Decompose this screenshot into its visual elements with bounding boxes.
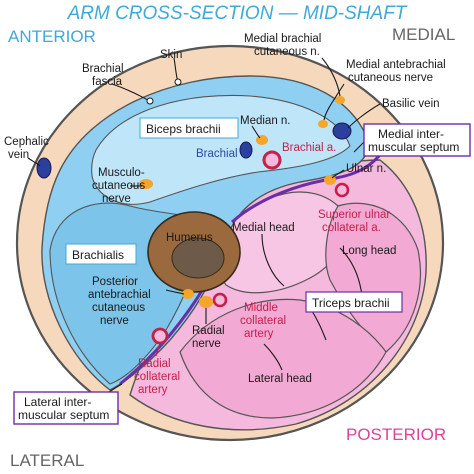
label-medial-intermuscular-1: Medial inter- [378,127,444,141]
superior-ulnar-collateral-artery-icon [334,182,350,198]
label-ulnar-nerve: Ulnar n. [346,163,386,175]
medial-brachial-cutaneous-nerve-icon [335,96,345,104]
biceps-label-box [139,117,239,139]
label-cephalic-vein-2: vein [8,149,29,161]
label-medial-head: Medial head [232,222,295,234]
label-middle-collateral-3: artery [244,328,274,340]
label-brachial-artery: Brachial a. [282,142,336,154]
leader-radial-collateral [155,342,161,357]
label-medial-brachial-cut-2: cutaneous n. [254,46,320,58]
label-brachial-fascia-1: Brachial [82,63,124,75]
region-anterior: ANTERIOR [8,27,96,46]
label-musculocutaneous-3: nerve [102,193,131,205]
label-brachial-fascia-2: fascia [92,76,123,88]
label-basilic-vein: Basilic vein [382,98,440,110]
region-medial: MEDIAL [392,25,455,44]
humerus-marrow [171,237,225,279]
medial-antebrachial-cutaneous-nerve-icon [318,120,328,128]
label-radial-collateral-1: Radial [138,358,171,370]
medial-septum-label-box [363,123,471,157]
leader-cephalic-vein [27,157,41,167]
label-radial-collateral-3: artery [138,384,168,396]
leader-lateral-head [263,343,283,371]
label-lateral-intermuscular-2: muscular septum [18,408,109,422]
leader-ulnar-nerve [331,169,345,179]
label-middle-collateral-2: collateral [240,315,286,327]
label-brachialis: Brachialis [72,248,124,262]
label-medial-antebrachial-1: Medial antebrachial [346,59,446,71]
label-radial-nerve-1: Radial [192,325,225,337]
label-superior-ulnar-2: collateral a. [322,222,381,234]
leader-medial-brachial-cut [321,57,341,97]
leader-medial-head [261,233,285,287]
label-brachial-vein: Brachial v. [196,148,249,160]
leader-medial-antebrachial [323,83,345,121]
label-biceps-brachii: Biceps brachii [146,122,221,136]
triceps-lateral-head [179,298,387,419]
leader-brachial-fascia [111,83,149,101]
basilic-vein-icon [332,122,352,140]
label-medial-antebrachial-2: cutaneous nerve [348,72,433,84]
label-lateral-intermuscular-1: Lateral inter- [24,395,91,409]
radial-nerve-icon [199,296,213,308]
musculocutaneous-nerve-icon [139,179,153,189]
label-medial-intermuscular-2: muscular septum [368,140,459,154]
label-musculocutaneous-1: Musculo- [98,167,145,179]
label-musculocutaneous-2: cutaneous [92,180,145,192]
median-nerve-icon [256,135,268,145]
triceps-long-head [325,202,422,353]
label-posterior-antebrachial-1: Posterior [92,276,138,288]
label-lateral-head: Lateral head [248,373,312,385]
leader-brachial-fascia-dot [146,97,154,105]
label-posterior-antebrachial-3: cutaneous [92,302,145,314]
label-radial-collateral-2: collateral [134,371,180,383]
leader-basilic-vein [347,103,381,129]
label-superior-ulnar-1: Superior ulnar [318,209,390,221]
diagram-title: ARM CROSS-SECTION — MID-SHAFT [67,3,408,24]
brachialis-label-box [65,243,137,265]
radial-collateral-artery-icon [151,327,169,345]
label-medial-brachial-cut-1: Medial brachial [244,33,321,45]
leader-medial-septum [353,141,365,153]
triceps-label-box [305,291,403,313]
brachial-vein-icon [239,141,253,159]
leader-median-nerve [251,125,261,139]
middle-collateral-artery-icon [212,292,228,308]
lateral-septum-label-box [13,391,119,425]
label-cephalic-vein-1: Cephalic [4,136,49,148]
label-radial-nerve-2: nerve [192,338,221,350]
label-posterior-antebrachial-2: antebrachial [88,289,151,301]
cephalic-vein-icon [36,157,52,179]
leader-skin-dot [174,78,182,86]
label-humerus: Humerus [166,232,213,244]
label-triceps-brachii: Triceps brachii [312,296,390,310]
label-median-nerve: Median n. [240,115,291,127]
label-posterior-antebrachial-4: nerve [100,315,129,327]
posterior-antebrachial-cutaneous-nerve-icon [182,289,194,299]
brachial-artery-icon [262,150,282,170]
region-lateral: LATERAL [10,451,84,470]
label-middle-collateral-1: Middle [244,302,278,314]
region-posterior: POSTERIOR [346,425,446,444]
label-long-head: Long head [342,245,396,257]
label-skin: Skin [160,49,182,61]
leader-posterior-antebrachial [165,289,185,295]
